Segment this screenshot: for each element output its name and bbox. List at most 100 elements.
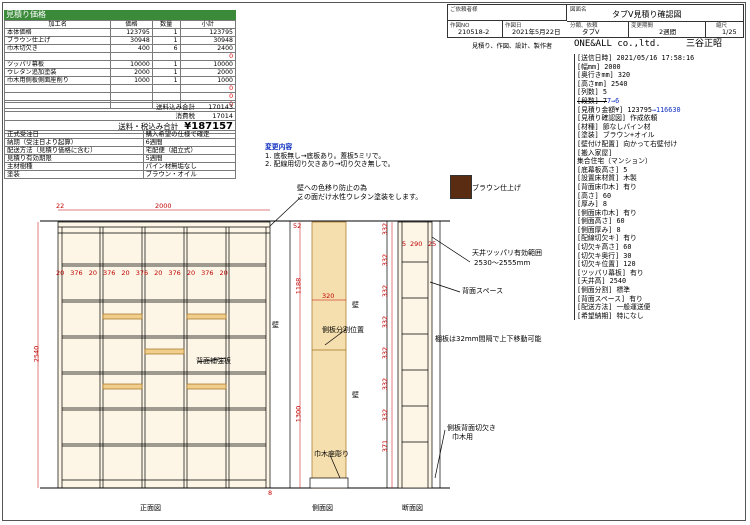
order-info-cell: ブラウン・オイル: [142, 170, 237, 179]
change-heading: 変更内容: [265, 143, 293, 151]
spec-line: [塗装] ブラウン+オイル: [574, 131, 740, 140]
side-cut-label-2: 巾木用: [452, 433, 473, 441]
spec-line: [側面高さ] 60: [574, 217, 740, 226]
back-reinforce-boards: [102, 313, 227, 390]
dim-c4: 376: [168, 269, 181, 277]
side-view-label: 側面図: [312, 504, 333, 512]
company-name: ONE&ALL co.,ltd.: [574, 39, 661, 49]
revision-label: 縮尺: [716, 23, 728, 29]
subtotal-value: 170143: [208, 103, 233, 111]
dim-pitch: 332: [381, 222, 390, 236]
spec-price-new: →116630: [651, 105, 681, 114]
change-item-1: 1. 底板無し→底板あり。蓋板5ミリで。: [265, 151, 386, 160]
dim-top-gap: 52: [293, 222, 302, 230]
estimate-cell: [110, 100, 153, 109]
dim-left-margin: 22: [56, 202, 65, 210]
drawing-name: タブV見積り確認図: [612, 10, 682, 19]
spec-line: 集合住宅（マンション）: [574, 157, 740, 166]
tsuppari-range: 2530～2555mm: [474, 259, 531, 267]
estimate-row: 0: [3, 100, 237, 109]
shelf-move-label: 棚板は32mm間隔で上下移動可能: [435, 335, 542, 343]
wall-label-1: 壁: [272, 321, 279, 329]
wall-label-3: 壁: [352, 391, 359, 399]
spec-line: [背面床巾木] 有り: [574, 182, 740, 192]
dim-c5: 376: [201, 269, 214, 277]
section-view-label: 断面図: [402, 504, 423, 512]
dim-b4: 20: [154, 269, 163, 277]
spec-line: [側面分割] 標準: [574, 286, 740, 295]
side-panel: [311, 221, 347, 489]
dim-front-row: 20 376 20 376 20 376 20 376 20 376 20: [56, 269, 228, 277]
spec-line: [厚み] 8: [574, 200, 740, 209]
category: タブV: [582, 28, 600, 36]
total-label: 送料・税込み合計: [118, 122, 179, 131]
change-period-label: 変更期間: [631, 23, 654, 29]
tsuppari-label: 天井ツッパリ有効範囲: [472, 249, 542, 257]
drawing-date-label: 作図日: [505, 23, 522, 29]
dim-pitch: 332: [381, 377, 390, 391]
side-split-label: 側板分割位置: [322, 326, 364, 334]
front-view-label: 正面図: [140, 504, 161, 512]
change-period: 2週間: [659, 28, 677, 36]
tax-value: 17014: [212, 112, 233, 120]
spec-line: [底幕板高さ] 5: [574, 165, 740, 175]
spec-line: [切欠キ奥行] 30: [574, 251, 740, 261]
spec-line: [側面床巾木] 有り: [574, 208, 740, 218]
spec-line: [高さ] 60: [574, 191, 740, 201]
spec-line: [背面スペース] 有り: [574, 294, 740, 304]
change-note: 変更内容 1. 底板無し→底板あり。蓋板5ミリで。 2. 配線用切り欠きあり→切…: [265, 143, 394, 169]
spec-line: [高さmm] 2540: [574, 79, 740, 89]
spec-line: [天井高] 2540: [574, 277, 740, 287]
dim-pitch: 371: [381, 439, 390, 453]
tax-label: 消費税: [175, 112, 196, 120]
dim-sec-back: 25: [428, 240, 437, 248]
dim-c3: 376: [135, 269, 149, 277]
spec-line: [希望納期] 特になし: [574, 311, 740, 321]
spec-line: [奥行きmm] 320: [574, 71, 740, 80]
person-name: 三谷正昭: [686, 39, 723, 49]
dim-sec-depth: 290: [410, 240, 423, 248]
estimate-cell: 0: [179, 100, 237, 109]
spec-price: [見積り金額¥] 123795: [577, 105, 652, 114]
drawing-no-label: 作図NO: [450, 23, 470, 29]
dim-sec-left: 5: [402, 240, 407, 248]
front-shelves: [62, 263, 266, 481]
spec-line: [切欠キ位置] 120: [574, 260, 740, 269]
dim-b2: 20: [88, 269, 97, 277]
drawing-no: 210518-2: [458, 28, 490, 36]
dim-bottom-gap: 8: [268, 489, 273, 497]
author-note: 見積り、作図、設計、製作者: [472, 43, 553, 50]
habaki-cut-label: 巾木座彫り: [314, 450, 349, 458]
spec-dan-change: 7→6: [606, 96, 620, 105]
spec-line: [見積り金額¥] 123795→116630: [574, 105, 740, 115]
spec-line: [配送方法] 一般運送便: [574, 303, 740, 312]
dim-height-total: 2540: [32, 345, 41, 363]
dim-pitch: 332: [381, 315, 390, 329]
subtotal-label: 送料込み合計: [156, 103, 195, 111]
dim-b3: 20: [121, 269, 130, 277]
wall-note-1: 壁への色移り防止の為: [297, 184, 367, 192]
spec-line: [幅mm] 2000: [574, 62, 740, 72]
wall-note-2: この面だけ水性ウレタン塗装をします。: [297, 193, 423, 201]
spec-dan: [段数] 7: [577, 96, 607, 105]
order-info-row: 塗装ブラウン・オイル: [4, 170, 237, 179]
dim-c1: 376: [70, 269, 83, 277]
back-reinforce-label: 背面補強板: [196, 357, 231, 365]
wall-label-2: 壁: [352, 301, 359, 309]
revision: 1/25: [722, 28, 737, 36]
spec-line: [壁付け配置] 向かって右壁付け: [574, 139, 740, 149]
back-space-label: 背面スペース: [462, 287, 504, 295]
spec-line: [見積り確認図] 作成依頼: [574, 114, 740, 123]
spec-line: [側面厚み] 8: [574, 225, 740, 235]
spec-list: [送信日時] 2021/05/16 17:58:16[幅mm] 2000[奥行き…: [574, 54, 740, 321]
estimate-title: 見積り価格: [4, 10, 236, 20]
dim-side-depth: 320: [322, 292, 335, 300]
dim-b5: 20: [186, 269, 196, 277]
dim-c2: 376: [102, 269, 116, 277]
dim-side-bottom: 1300: [294, 405, 303, 423]
dim-pitch: 332: [381, 284, 390, 298]
spec-line: [材種] 節なしパイン材: [574, 122, 740, 132]
dim-side-top: 1188: [294, 277, 303, 295]
